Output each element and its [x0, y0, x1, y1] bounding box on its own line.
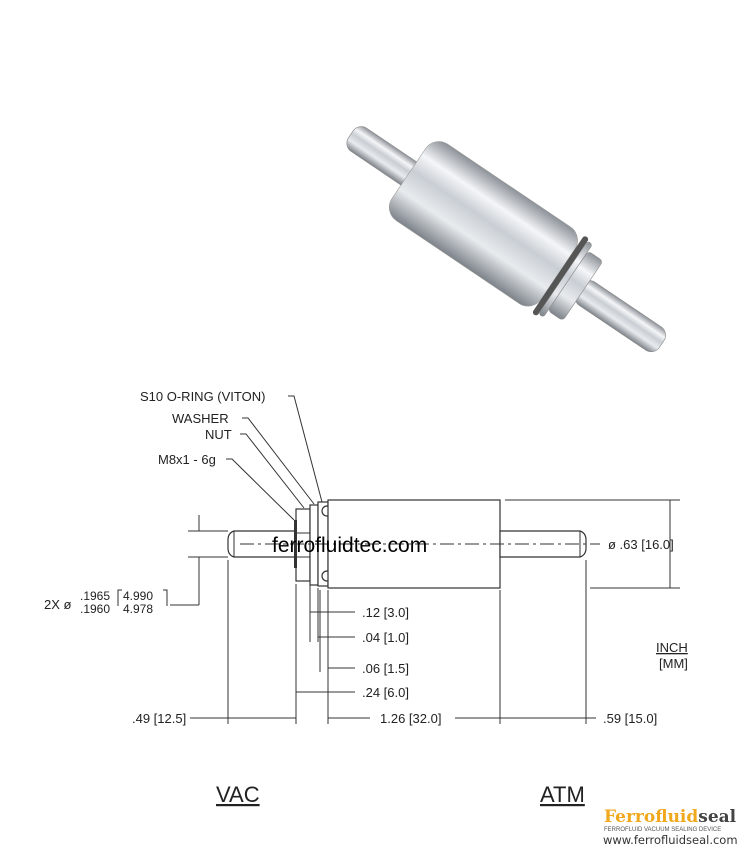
logo-brand-part2: seal — [698, 807, 736, 827]
vac-shaft — [227, 530, 297, 558]
dim-washer: .04 [1.0] — [362, 630, 409, 645]
nut-3d — [549, 252, 602, 320]
dim-flange: .24 [6.0] — [362, 685, 409, 700]
label-body-dia: ø .63 [16.0] — [608, 537, 674, 552]
shaft-dia-in-min: .1960 — [80, 602, 110, 616]
watermark: ferrofluidtec.com — [272, 534, 427, 557]
side-view — [227, 499, 600, 589]
unit-inch: INCH — [656, 640, 688, 655]
logo-brand-part1: Ferrofluid — [604, 807, 698, 827]
shaft-dia-mm-max: 4.990 — [123, 589, 153, 603]
oring-3d — [532, 236, 589, 316]
label-thread: M8x1 - 6g — [158, 452, 216, 467]
shaft-dia-mm-min: 4.978 — [123, 602, 153, 616]
dim-body: 1.26 [32.0] — [380, 711, 441, 726]
product-render — [346, 126, 666, 353]
shaft-dia-in-max: .1965 — [80, 589, 110, 603]
atm-shaft-3d — [574, 280, 666, 353]
label-shaft-dia-prefix: 2X ø — [44, 597, 72, 612]
logo-url: www.ferrofluidseal.com — [603, 833, 738, 847]
brand-logo: Ferrofluidseal FERROFLUID VACUUM SEALING… — [603, 807, 738, 847]
unit-mm: [MM] — [659, 656, 688, 671]
label-nut: NUT — [205, 427, 232, 442]
leaders — [170, 395, 680, 724]
side-vac-label: VAC — [216, 782, 260, 807]
dim-oring: .06 [1.5] — [362, 661, 409, 676]
label-oring: S10 O-RING (VITON) — [140, 389, 265, 404]
label-washer: WASHER — [172, 411, 229, 426]
dim-nut: .12 [3.0] — [362, 605, 409, 620]
logo-tagline: FERROFLUID VACUUM SEALING DEVICE — [604, 827, 721, 833]
svg-text:Ferrofluidseal: Ferrofluidseal — [604, 807, 737, 827]
dim-atm-shaft: .59 [15.0] — [603, 711, 657, 726]
side-atm-label: ATM — [540, 782, 585, 807]
dim-vac-shaft: .49 [12.5] — [132, 711, 186, 726]
